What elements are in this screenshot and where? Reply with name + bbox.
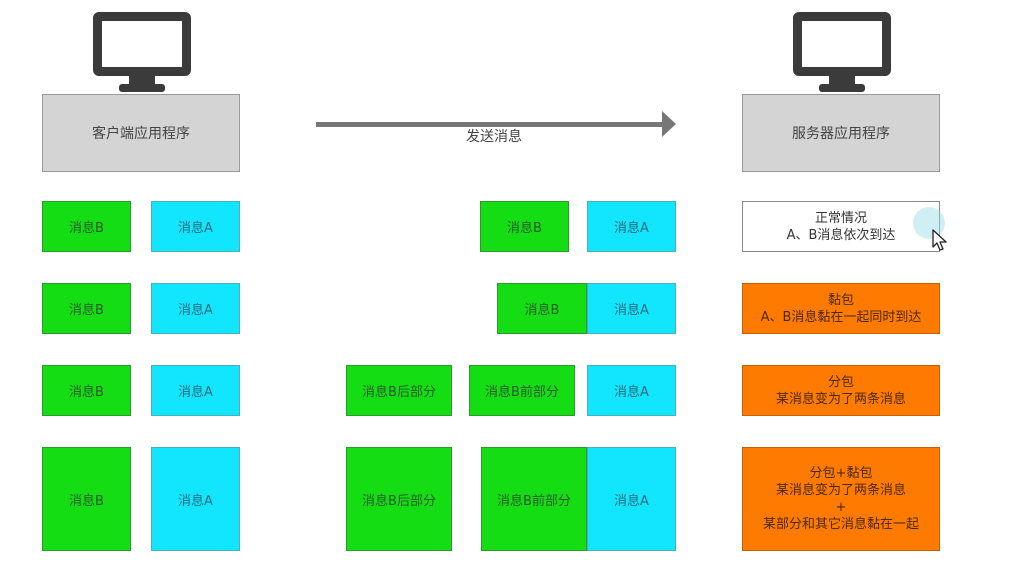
server-monitor-icon [793, 12, 891, 94]
row4-result-line-2: + [835, 500, 847, 515]
row1-result-line: A、B消息依次到达 [786, 227, 896, 243]
send-arrow-line [316, 122, 664, 127]
row4-result-line-3: 某部分和其它消息黏在一起 [762, 517, 919, 532]
server-app-label: 服务器应用程序 [792, 126, 890, 142]
row3-transit-message-b-back: 消息B后部分 [346, 365, 452, 416]
row3-client-message-b: 消息B [42, 365, 131, 416]
mouse-cursor-icon [932, 229, 947, 251]
row1-transit-message-a: 消息A [587, 201, 676, 252]
row1-result-box: 正常情况 A、B消息依次到达 [742, 201, 940, 252]
cursor-highlight [913, 207, 945, 239]
send-arrow-head-icon [662, 111, 676, 137]
row2-result-box: 黏包 A、B消息黏在一起同时到达 [742, 283, 940, 334]
row4-transit-message-b-front: 消息B前部分 [481, 447, 587, 551]
row3-result-title: 分包 [827, 374, 854, 390]
row2-client-message-b: 消息B [42, 283, 131, 334]
row1-result-title: 正常情况 [814, 210, 867, 226]
client-app-box: 客户端应用程序 [42, 94, 240, 172]
row4-client-message-b: 消息B [42, 447, 131, 551]
row3-result-line: 某消息变为了两条消息 [775, 391, 906, 407]
row2-result-line: A、B消息黏在一起同时到达 [760, 309, 922, 325]
client-monitor-icon [93, 12, 191, 94]
row4-transit-message-b-back: 消息B后部分 [346, 447, 452, 551]
row4-transit-message-a: 消息A [587, 447, 676, 551]
row3-transit-message-a: 消息A [587, 365, 676, 416]
client-app-label: 客户端应用程序 [92, 126, 190, 142]
row1-client-message-b: 消息B [42, 201, 131, 252]
row4-result-line-1: 某消息变为了两条消息 [775, 483, 906, 498]
row4-result-title: 分包+黏包 [809, 466, 873, 481]
row3-client-message-a: 消息A [151, 365, 240, 416]
row4-client-message-a: 消息A [151, 447, 240, 551]
row4-result-box: 分包+黏包 某消息变为了两条消息 + 某部分和其它消息黏在一起 [742, 447, 940, 551]
row2-result-title: 黏包 [827, 292, 854, 308]
row2-transit-message-a: 消息A [587, 283, 676, 334]
row2-transit-message-b: 消息B [497, 283, 587, 334]
row1-client-message-a: 消息A [151, 201, 240, 252]
row1-transit-message-b: 消息B [480, 201, 569, 252]
send-arrow-label: 发送消息 [466, 129, 522, 145]
row2-client-message-a: 消息A [151, 283, 240, 334]
server-app-box: 服务器应用程序 [742, 94, 940, 172]
row3-transit-message-b-front: 消息B前部分 [469, 365, 575, 416]
row3-result-box: 分包 某消息变为了两条消息 [742, 365, 940, 416]
